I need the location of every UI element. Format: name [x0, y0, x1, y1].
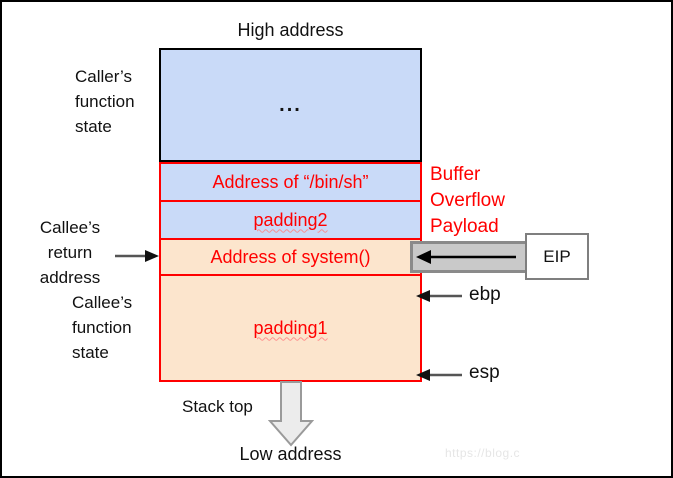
watermark-text: https://blog.c — [445, 446, 521, 460]
esp-arrow-icon — [415, 367, 463, 383]
binsh-address-text: Address of “/bin/sh” — [212, 171, 369, 192]
stack-top-label: Stack top — [182, 397, 253, 416]
padding2-text: padding2 — [253, 209, 328, 230]
stack-row-caller-frame: ... — [159, 48, 422, 162]
buffer-overflow-payload-label: Buffer Overflow Payload — [430, 164, 505, 237]
ebp-label: ebp — [469, 284, 501, 305]
system-address-text: Address of system() — [210, 246, 371, 267]
eip-arrow-icon — [410, 241, 528, 273]
eip-box: EIP — [525, 233, 589, 280]
caller-frame-ellipsis: ... — [279, 93, 302, 116]
callees-return-address-label: Callee’s return address — [39, 218, 101, 287]
high-address-label: High address — [237, 20, 344, 40]
stack-row-binsh-address: Address of “/bin/sh” — [159, 162, 422, 202]
return-address-arrow-icon — [114, 248, 160, 264]
stack-row-padding1: padding1 — [159, 274, 422, 382]
eip-label: EIP — [543, 246, 571, 266]
ebp-arrow-icon — [415, 288, 463, 304]
callees-function-state-label: Callee’s function state — [72, 293, 133, 362]
padding1-text: padding1 — [253, 317, 328, 338]
stack-row-padding2: padding2 — [159, 200, 422, 240]
esp-label: esp — [469, 362, 500, 383]
stack-top-arrow-icon — [268, 381, 314, 447]
stack-row-system-address: Address of system() — [159, 238, 422, 276]
low-address-label: Low address — [239, 444, 342, 464]
callers-function-state-label: Caller’s function state — [75, 67, 135, 136]
